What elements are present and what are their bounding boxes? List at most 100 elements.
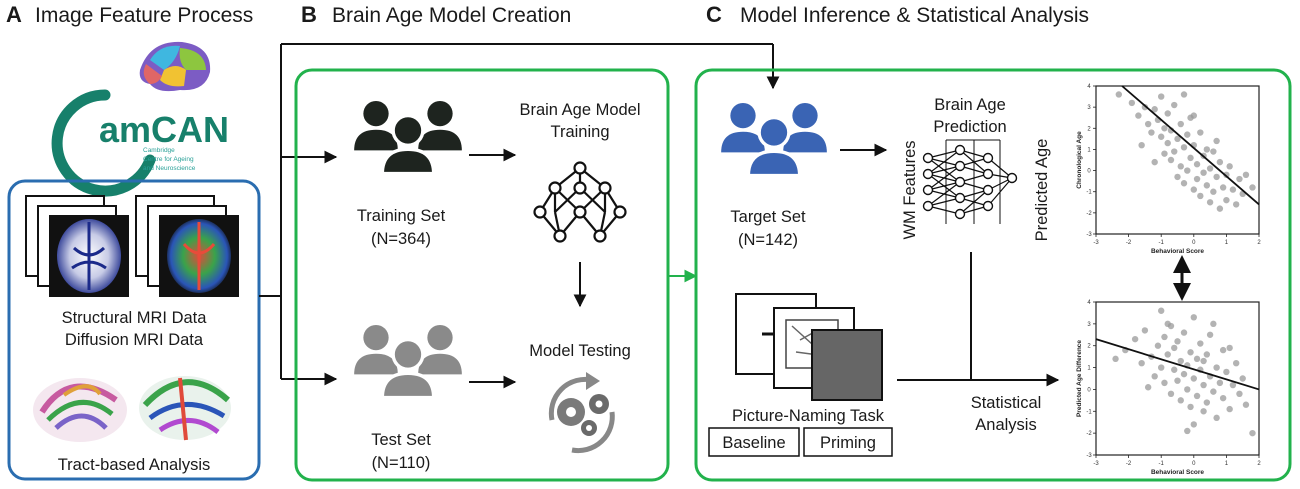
x-axis-label: Behavioral Score [1151,469,1204,476]
scatter-point [1158,133,1165,140]
scatter-point [1177,357,1184,365]
stat-label-line1: Statistical [971,394,1042,412]
scatter-point [1190,375,1198,382]
scatter-point [1216,205,1224,212]
scatter-point [1210,148,1217,155]
scatter-point [1141,103,1149,111]
picture-naming-task-icon [735,293,883,401]
y-tick-label: -3 [1086,232,1092,238]
predicted-age-label: Predicted Age [1033,139,1051,242]
scatter-point [1180,91,1188,98]
scatter-point [1190,186,1198,193]
scatter-point [1200,169,1207,176]
svg-text:and Neuroscience: and Neuroscience [143,165,196,172]
x-tick-label: 0 [1192,461,1196,467]
y-tick-label: 4 [1087,84,1091,90]
svg-text:Centre for Ageing: Centre for Ageing [143,156,194,163]
y-tick-label: 3 [1087,105,1091,111]
target-set-count: (N=142) [738,231,798,249]
prediction-label-line2: Prediction [933,118,1006,136]
diffusion-mri-stack-icon [135,195,239,297]
scatter-point [1223,196,1230,204]
scatter-point [1180,144,1188,151]
scatter-point [1115,91,1123,98]
scatter-point [1187,403,1194,411]
x-tick-label: -1 [1159,240,1165,246]
scatter-point [1135,112,1142,119]
model-training-label-line1: Brain Age Model [519,101,640,119]
scatter-point [1210,188,1217,195]
y-tick-label: -2 [1086,431,1092,437]
svg-text:C: C [706,2,722,27]
x-tick-label: 1 [1225,240,1229,246]
scatter-point [1229,186,1237,193]
scatter-point [1242,401,1250,408]
scatter-point [1187,349,1194,356]
prediction-label-line1: Brain Age [934,96,1006,114]
training-set-count: (N=364) [371,230,431,248]
y-tick-label: 0 [1087,169,1091,175]
scatter-point [1226,163,1233,170]
scatter-point [1232,360,1240,367]
y-tick-label: -1 [1086,190,1092,196]
mri-label-line2: Diffusion MRI Data [65,331,204,349]
scatter-point [1184,386,1191,393]
scatter-point [1161,333,1168,341]
scatter-point [1193,355,1201,363]
scatter-point [1138,360,1145,367]
scatter-point [1200,408,1207,415]
scatter-point [1216,158,1224,166]
scatter-point [1180,329,1188,336]
scatter-point [1180,180,1188,187]
y-axis-label: Predicted Age Difference [1076,340,1083,417]
scatter-point [1174,173,1181,181]
scatter-point [1164,351,1171,358]
wm-features-label: WM Features [901,140,919,239]
x-tick-label: -2 [1126,240,1132,246]
camcan-logo: amCAN Cambridge Centre for Ageing and Ne… [51,41,229,197]
scatter-point [1164,320,1171,328]
scatter-point [1203,182,1211,189]
scatter-point [1219,346,1227,354]
scatter-point [1171,344,1178,352]
section-c-heading: C Model Inference & Statistical Analysis [706,2,1089,27]
x-axis-label: Behavioral Score [1151,248,1204,255]
scatter-point [1161,150,1168,157]
scatter-point [1236,390,1243,397]
scatter-point [1177,397,1184,404]
svg-text:amCAN: amCAN [99,109,229,150]
gears-cycle-icon [548,372,615,454]
scatter-point [1213,414,1220,422]
scatter-point [1151,158,1158,166]
scatter-point [1197,340,1204,347]
scatter-point [1223,368,1230,376]
trend-line [1121,85,1260,206]
svg-text:B: B [301,2,317,27]
y-tick-label: 0 [1087,387,1091,393]
scatter-point [1223,171,1230,178]
scatter-point [1190,112,1198,119]
test-set-group-icon [354,324,462,400]
target-set-label: Target Set [730,208,806,226]
scatter-point [1131,335,1139,343]
svg-text:Image Feature Process: Image Feature Process [35,4,253,27]
section-b-heading: B Brain Age Model Creation [301,2,571,27]
scatter-point [1187,154,1194,162]
scatter-point [1193,175,1201,183]
scatter-point [1213,173,1220,181]
scatter-point [1226,405,1233,413]
y-tick-label: 3 [1087,322,1091,328]
scatter-point [1229,381,1237,389]
y-axis-label: Chronological Age [1076,131,1083,189]
svg-text:Model Inference & Statistical: Model Inference & Statistical Analysis [740,4,1089,27]
scatter-point [1158,307,1165,314]
scatter-point [1154,342,1162,349]
scatter-point [1197,129,1204,136]
section-a-heading: A Image Feature Process [6,2,253,27]
scatter-point [1177,163,1184,170]
prediction-network-icon [922,139,1018,224]
x-tick-label: 2 [1257,240,1261,246]
scatter-point [1174,135,1181,143]
panel-a-box [7,179,261,481]
